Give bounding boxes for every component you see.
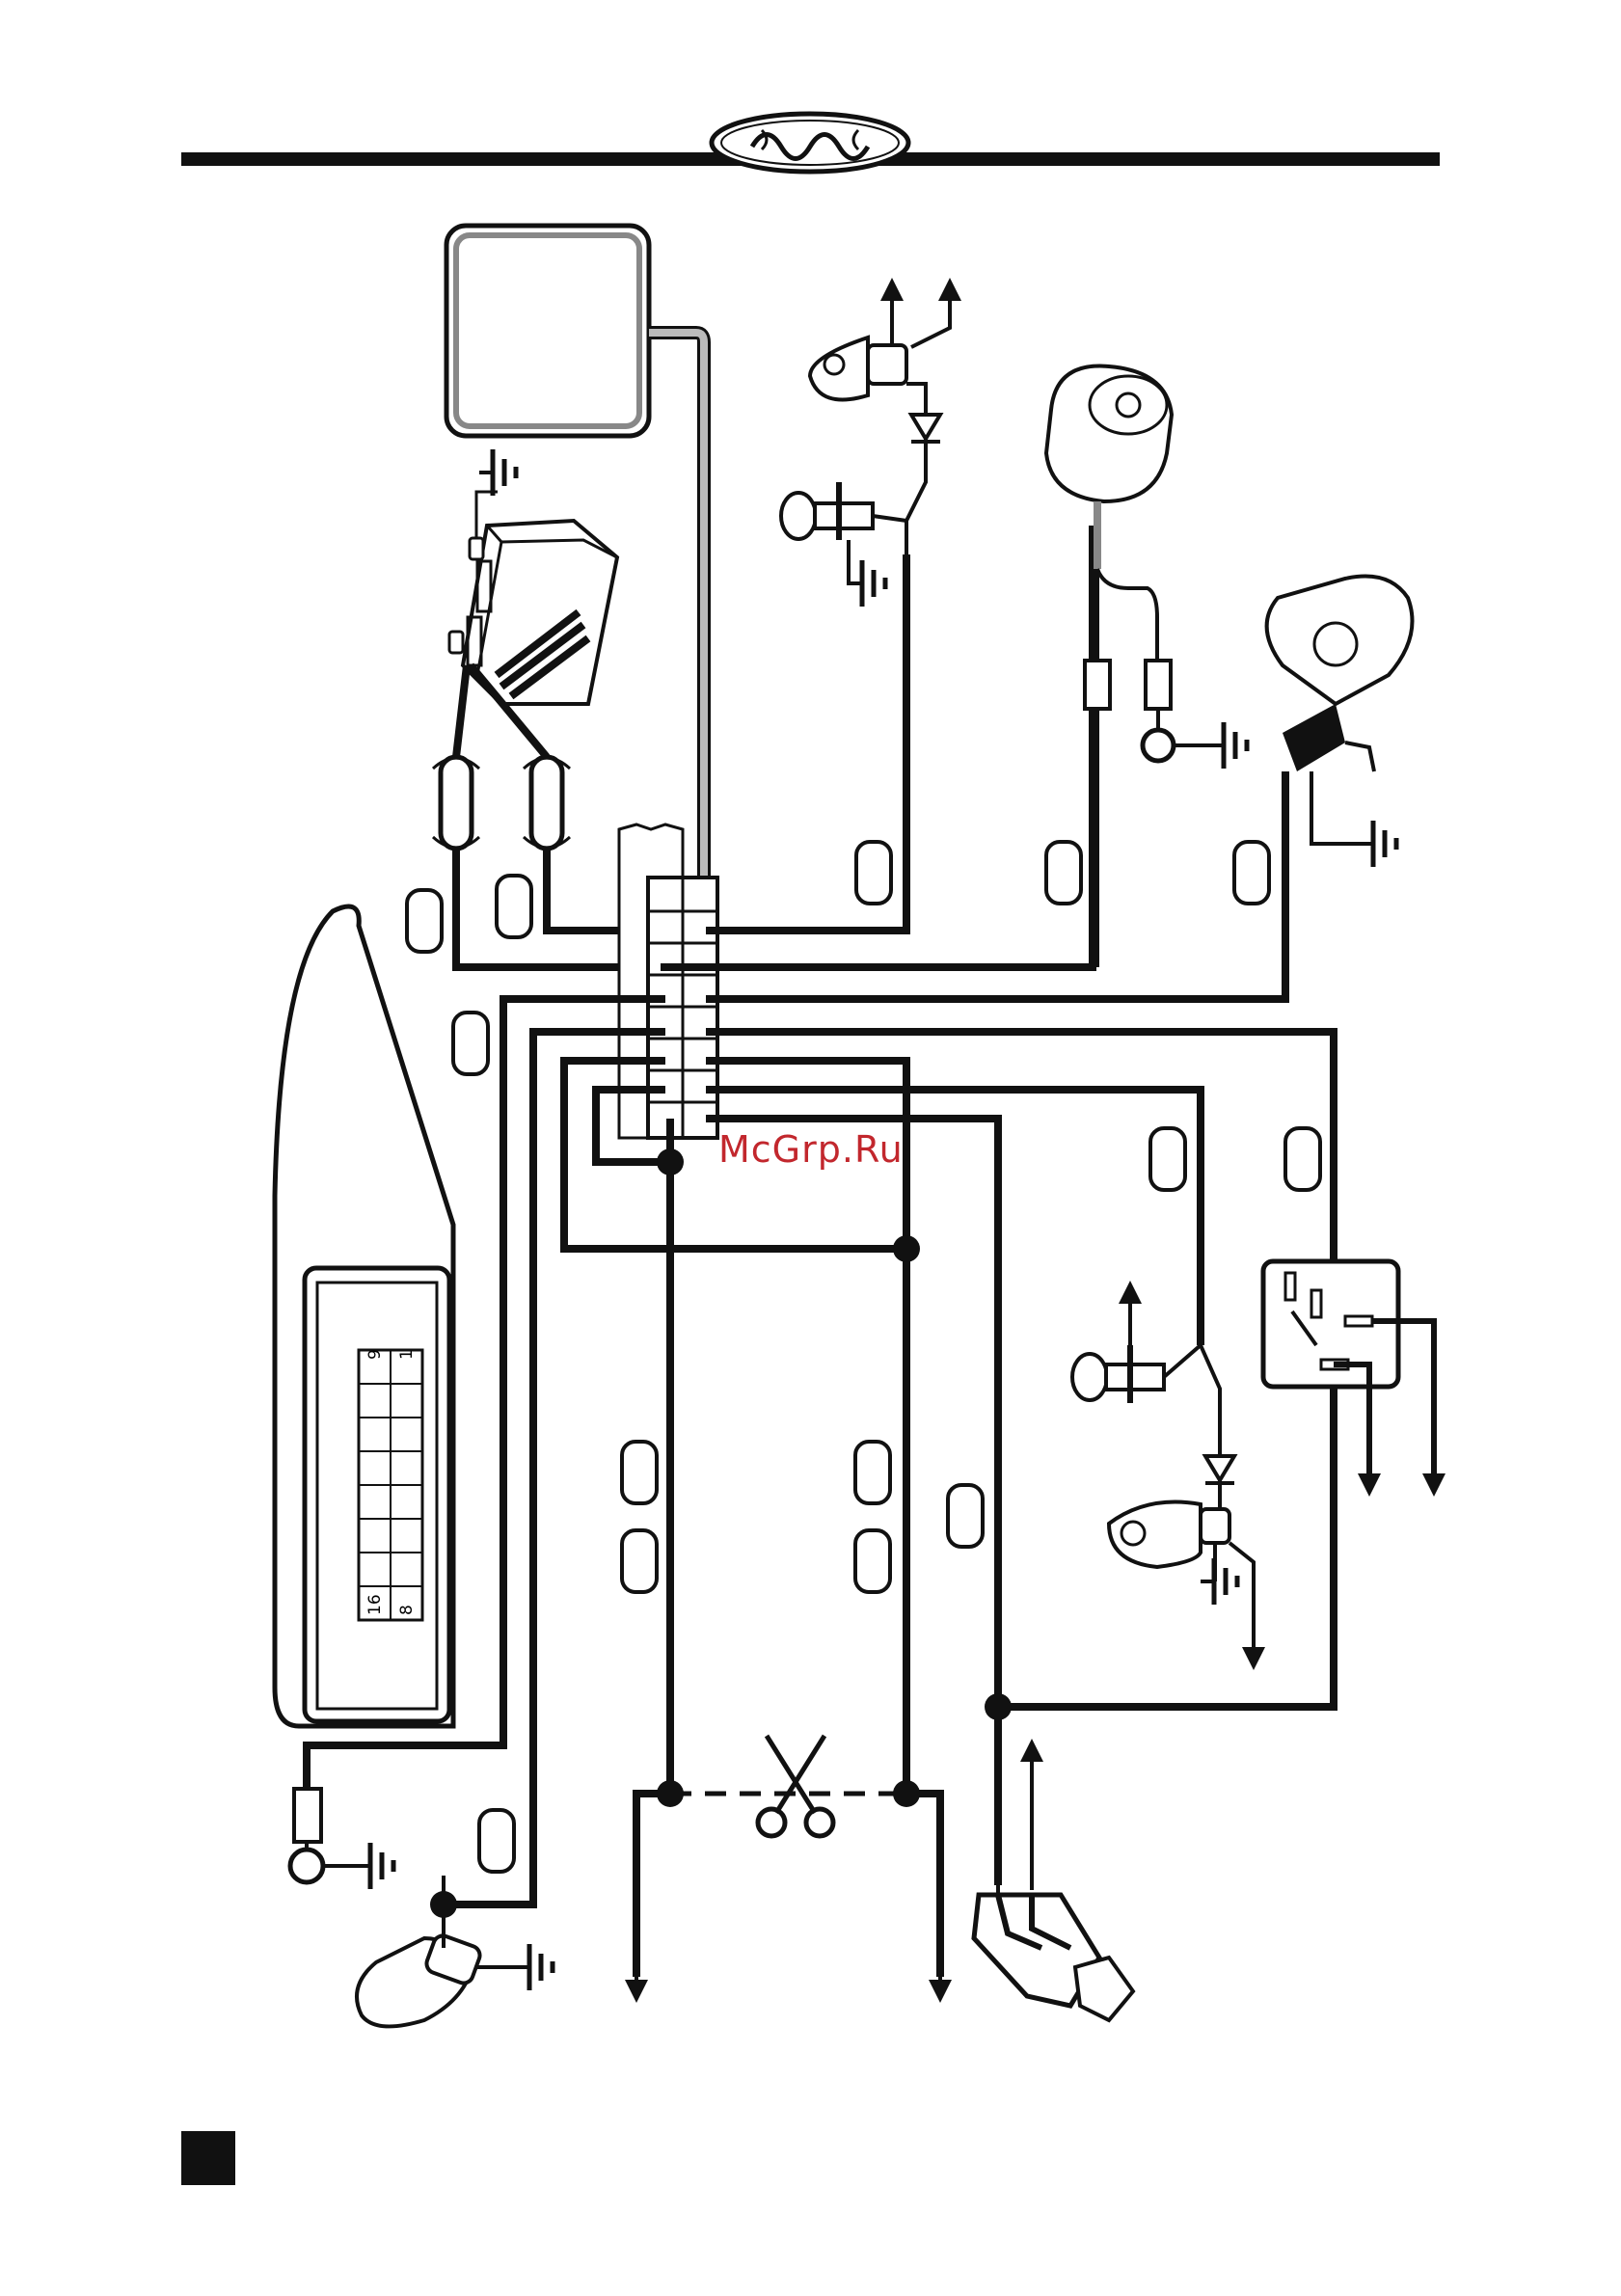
siren-icon [1267,577,1413,772]
fuse-icon [433,757,570,849]
pin-switch-icon [781,482,906,540]
obd-pin-16: 16 [365,1594,385,1615]
diode-icon [1205,1456,1234,1483]
obd-connector-icon: 9 1 16 8 [275,906,453,1726]
junctions [430,1148,1012,1918]
ignition-key-icon [974,1895,1133,2020]
pin-switch-icon [1072,1345,1164,1403]
bulb-icon [357,1933,482,2027]
obd-pin-9: 9 [365,1349,385,1360]
scissors-icon [758,1736,833,1836]
header-rule [181,114,1440,172]
diode-icon [911,415,940,442]
bulb-icon [810,338,906,400]
bulb-icon [1109,1502,1229,1568]
buzzer-icon [1046,366,1172,501]
obd-pin-8: 8 [397,1605,417,1615]
watermark: McGrp.Ru [718,1128,904,1171]
page-marker [181,2131,235,2185]
obd-pin-1: 1 [397,1349,417,1360]
